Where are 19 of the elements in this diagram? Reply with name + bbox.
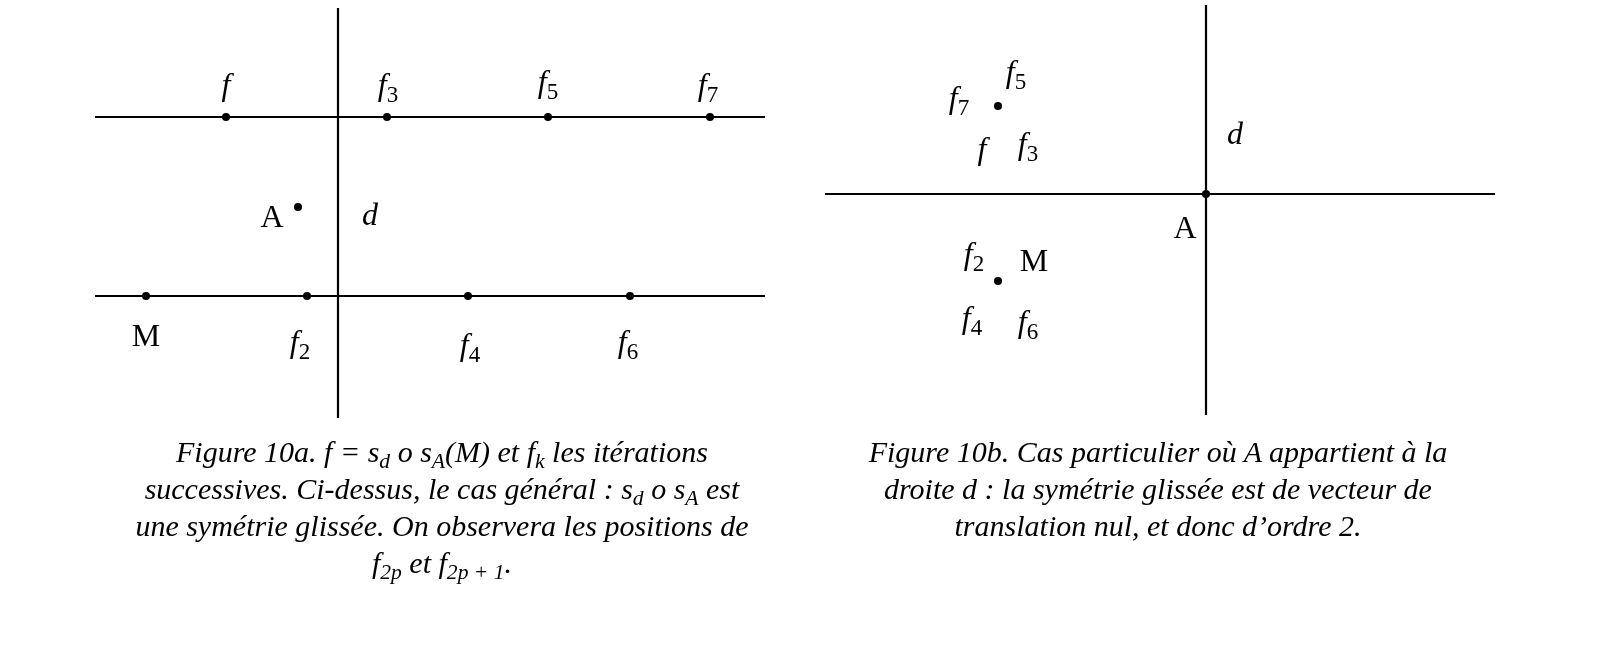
point-label: f$_{7}$ [697, 68, 719, 106]
point-label: f$_{3}$ [377, 68, 399, 106]
point-label: d [1227, 117, 1243, 149]
point-label: M [131, 319, 161, 351]
point-label: f$_{6}$ [617, 325, 639, 363]
point-label: f$_{7}$ [948, 81, 970, 119]
point-label: f$_{5}$ [1005, 55, 1027, 93]
point-label: A [1173, 211, 1197, 243]
point-label: f$_{6}$ [1017, 305, 1039, 343]
figure-caption: Figure 10b. Cas particulier où A appartient à la droite d : la symétrie glissée est de vecteur de translation nul, et donc d’ordre 2. [867, 434, 1449, 544]
point-label: f$_{4}$ [961, 301, 983, 339]
point-label: f$_{5}$ [537, 65, 559, 103]
point-label: f$_{3}$ [1017, 127, 1039, 165]
point-label: f$_{2}$ [963, 237, 985, 275]
point-label: f$_{2}$ [289, 325, 311, 363]
point-label: M [1019, 244, 1049, 276]
point-label: A [260, 200, 284, 232]
point-label: f$_{4}$ [459, 328, 481, 366]
point-label: d [362, 198, 378, 230]
